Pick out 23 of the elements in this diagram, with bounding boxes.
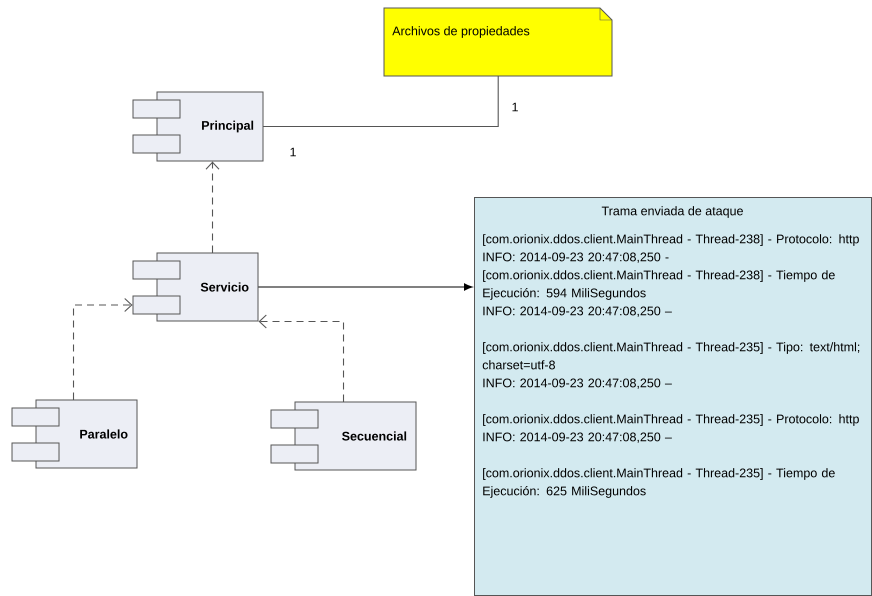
log-line: [com.orionix.ddos.client.MainThread - Thread-235] - Tiempo de Ejecución: 625 MiliSegundos: [483, 468, 835, 498]
component-box: Servicio: [132, 252, 258, 322]
log-line: INFO: 2014-09-23 20:47:08,250 –: [483, 432, 672, 443]
text-panel: [474, 197, 872, 596]
connector: [258, 314, 344, 402]
component-box: Principal: [132, 92, 264, 162]
panel-title: Trama enviada de ataque: [602, 206, 743, 218]
component-box: Paralelo: [12, 400, 138, 468]
component-box: Secuencial: [270, 402, 416, 470]
log-line: [com.orionix.ddos.client.MainThread - Thread-235] - Tipo: text/html; charset=utf-8: [482, 342, 860, 370]
multiplicity-label: 1: [290, 148, 296, 156]
log-line: INFO: 2014-09-23 20:47:08,250 –: [483, 306, 672, 317]
connector: [258, 283, 472, 291]
log-line: INFO: 2014-09-23 20:47:08,250 -: [483, 252, 669, 263]
multiplicity-label: 1: [512, 102, 518, 112]
connector: [206, 162, 220, 252]
log-line: [com.orionix.ddos.client.MainThread - Thread-238] - Tiempo de Ejecución: 594 MiliSegundos: [483, 270, 835, 300]
log-line: [com.orionix.ddos.client.MainThread - Thread-238] - Protocolo: http: [483, 234, 859, 246]
log-line: INFO: 2014-09-23 20:47:08,250 –: [483, 378, 672, 389]
note: Archivos de propiedades: [384, 8, 612, 76]
log-line: [com.orionix.ddos.client.MainThread - Thread-235] - Protocolo: http: [483, 414, 859, 426]
connector: [72, 298, 133, 400]
connector: [264, 76, 499, 128]
